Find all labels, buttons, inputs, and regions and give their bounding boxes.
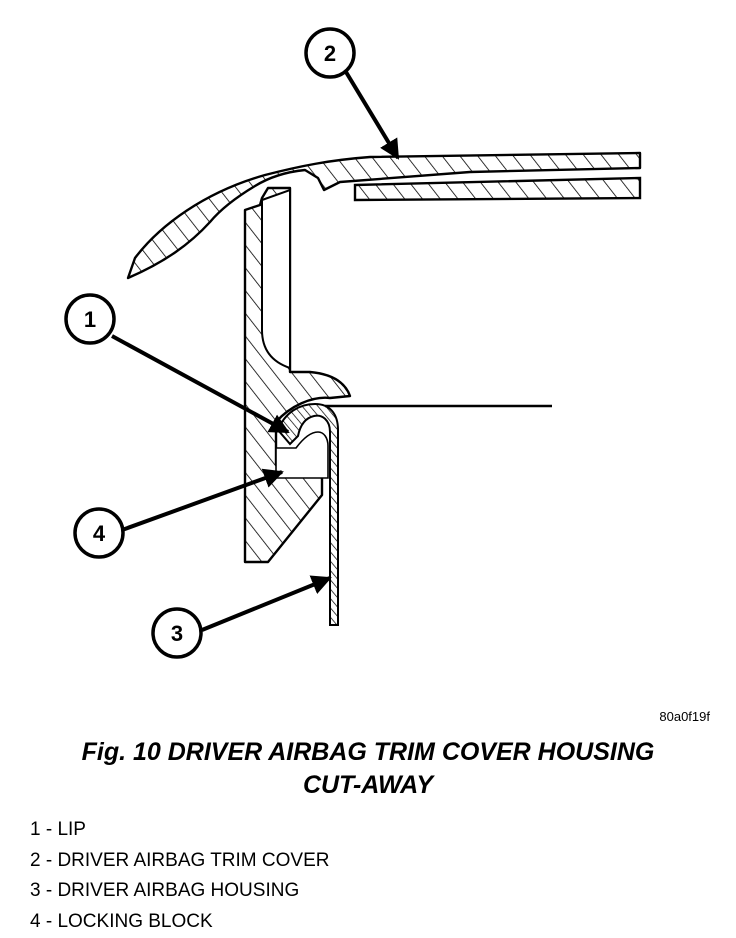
legend-item: 4 - LOCKING BLOCK bbox=[30, 910, 213, 932]
trim-cover-inner bbox=[261, 188, 291, 370]
caption-line-1: Fig. 10 DRIVER AIRBAG TRIM COVER HOUSING bbox=[81, 738, 655, 766]
figure-code: 80a0f19f bbox=[659, 709, 710, 724]
legend-list: 1 - LIP 2 - DRIVER AIRBAG TRIM COVER 3 -… bbox=[30, 815, 329, 937]
leader-arrows bbox=[111, 70, 400, 632]
figure-caption: Fig. 10 DRIVER AIRBAG TRIM COVER HOUSING… bbox=[0, 736, 736, 802]
callout-4: 4 bbox=[73, 507, 125, 559]
legend-item: 1 - LIP bbox=[30, 819, 86, 840]
legend-item: 2 - DRIVER AIRBAG TRIM COVER bbox=[30, 849, 330, 871]
legend-item: 3 - DRIVER AIRBAG HOUSING bbox=[30, 880, 300, 901]
leader-arrow-2 bbox=[344, 70, 400, 160]
upper-panel bbox=[353, 176, 642, 202]
callout-3-label: 3 bbox=[171, 621, 183, 646]
callout-3: 3 bbox=[151, 607, 203, 659]
caption-line-2: CUT-AWAY bbox=[302, 771, 434, 799]
callout-1-label: 1 bbox=[84, 307, 96, 332]
callout-1: 1 bbox=[64, 293, 116, 345]
leader-arrow-3 bbox=[201, 575, 332, 632]
leader-arrow-1 bbox=[111, 334, 290, 434]
leader-arrow-4 bbox=[121, 468, 284, 532]
callout-2-label: 2 bbox=[324, 41, 336, 66]
callout-4-label: 4 bbox=[93, 521, 106, 546]
cutaway-diagram: 2 1 4 3 bbox=[64, 27, 642, 659]
callout-2: 2 bbox=[304, 27, 356, 79]
locking-block-shape bbox=[275, 431, 329, 479]
